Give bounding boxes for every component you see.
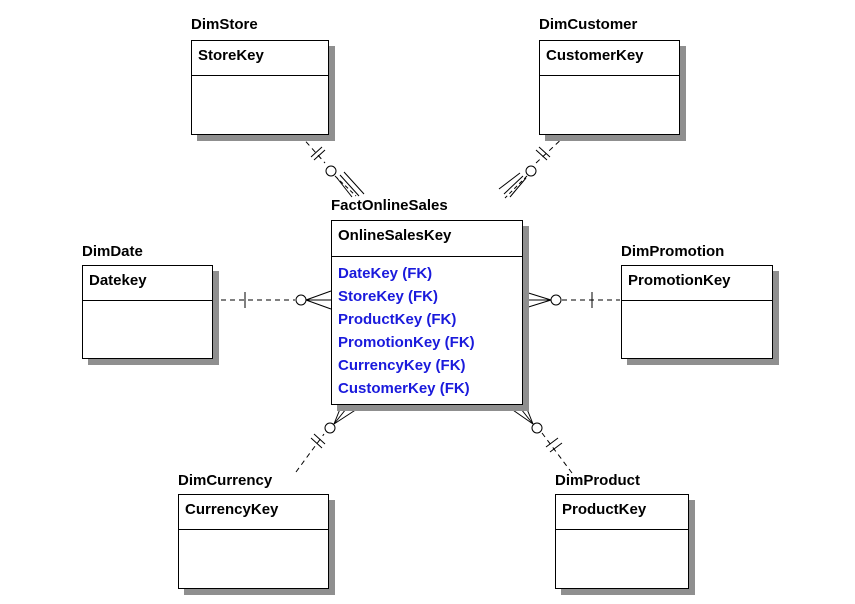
entity-box: PromotionKey xyxy=(621,265,773,359)
crows-foot-mark xyxy=(498,172,527,198)
entity-title: DimDate xyxy=(82,243,143,260)
entity-title: DimProduct xyxy=(555,472,641,489)
relationship-product-fact xyxy=(509,403,573,474)
zero-circle-mark xyxy=(550,294,562,306)
primary-key: CurrencyKey xyxy=(179,495,328,530)
relationship-customer-fact xyxy=(498,134,567,199)
one-bar-mark xyxy=(313,149,326,161)
entity-title: DimPromotion xyxy=(621,243,725,260)
foreign-key-item: ProductKey (FK) xyxy=(338,311,457,328)
crows-foot-mark xyxy=(305,290,332,310)
entity-box: ProductKey xyxy=(555,494,689,589)
one-bar-mark xyxy=(310,437,323,449)
crows-foot-mark xyxy=(521,290,552,310)
relationship-store-fact xyxy=(299,134,365,198)
primary-key: StoreKey xyxy=(192,41,328,76)
entity-title: DimCustomer xyxy=(539,16,638,33)
primary-key: PromotionKey xyxy=(622,266,772,301)
relationship-currency-fact xyxy=(295,403,358,473)
primary-key: CustomerKey xyxy=(540,41,679,76)
primary-key: Datekey xyxy=(83,266,212,301)
crows-foot-mark xyxy=(333,403,358,425)
foreign-key-list: DateKey (FK) StoreKey (FK) ProductKey (F… xyxy=(332,257,522,400)
primary-key: ProductKey xyxy=(556,495,688,530)
crows-foot-mark xyxy=(509,403,534,425)
one-bar-mark xyxy=(535,149,548,161)
zero-circle-mark xyxy=(325,165,337,177)
one-bar-mark xyxy=(313,433,326,445)
relationship-date-fact xyxy=(212,290,332,310)
entity-box: Datekey xyxy=(82,265,213,359)
foreign-key-item: StoreKey (FK) xyxy=(338,288,439,305)
foreign-key-item: CustomerKey (FK) xyxy=(338,380,470,397)
foreign-key-item: DateKey (FK) xyxy=(338,265,433,282)
one-bar-mark xyxy=(538,146,551,158)
zero-circle-mark xyxy=(295,294,307,306)
primary-key: OnlineSalesKey xyxy=(332,221,522,257)
foreign-key-item: CurrencyKey (FK) xyxy=(338,357,466,374)
zero-circle-mark xyxy=(531,422,543,434)
one-bar-mark xyxy=(545,437,559,448)
zero-circle-mark xyxy=(525,165,537,177)
entity-title: FactOnlineSales xyxy=(331,197,448,214)
entity-box: CustomerKey xyxy=(539,40,680,135)
entity-title: DimCurrency xyxy=(178,472,273,489)
entity-title: DimStore xyxy=(191,16,258,33)
zero-circle-mark xyxy=(324,422,336,434)
relationship-promotion-fact xyxy=(521,290,620,310)
entity-box: CurrencyKey xyxy=(178,494,329,589)
entity-box: OnlineSalesKey DateKey (FK) StoreKey (FK… xyxy=(331,220,523,405)
one-bar-mark xyxy=(310,146,323,158)
foreign-key-item: PromotionKey (FK) xyxy=(338,334,475,351)
entity-box: StoreKey xyxy=(191,40,329,135)
one-bar-mark xyxy=(549,442,563,453)
crows-foot-mark xyxy=(336,171,365,198)
